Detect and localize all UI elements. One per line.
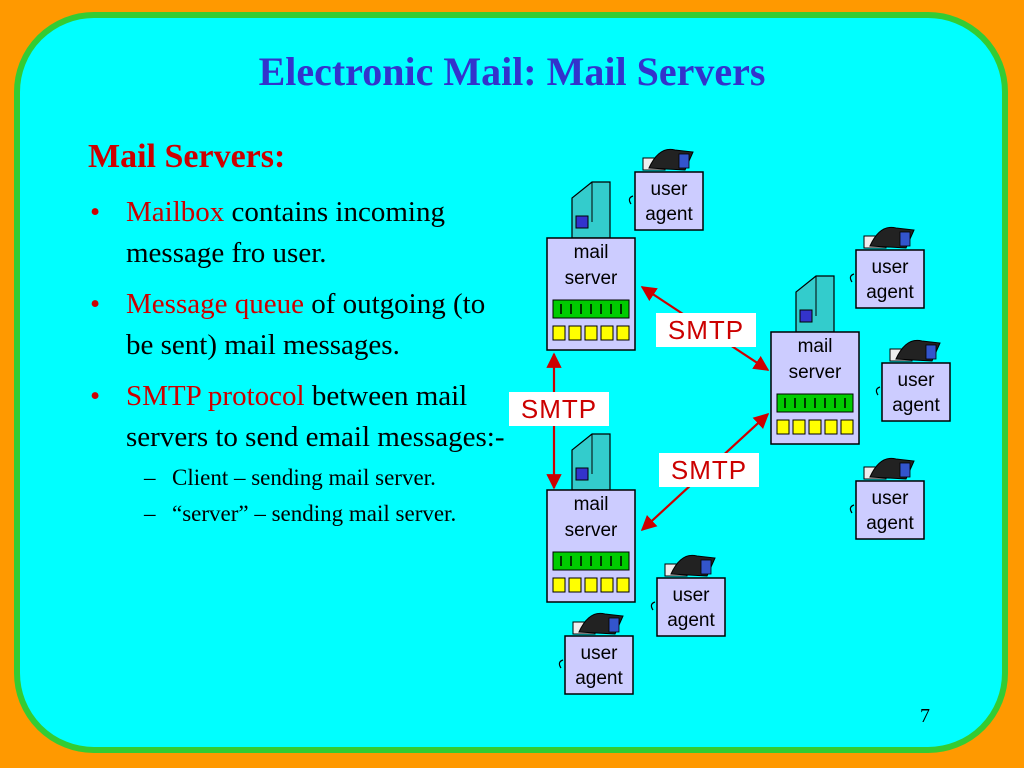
user-agents: useragentuseragentuseragentuseragentuser… xyxy=(558,148,951,695)
agent-label: agent xyxy=(866,513,914,534)
agent-box xyxy=(656,577,726,637)
server-label: mail xyxy=(574,242,609,263)
server-label: mail xyxy=(574,494,609,515)
computer-screen xyxy=(925,344,937,360)
keyboard-cable xyxy=(628,195,634,205)
agent-label: user xyxy=(673,585,711,606)
user-agent-5: user agent xyxy=(650,554,726,637)
keyboard-cable xyxy=(650,601,656,611)
bullet-list: Mailbox contains incoming message fro us… xyxy=(88,192,518,538)
keyboard-cable xyxy=(558,659,564,669)
smtp-label-bg xyxy=(656,313,756,347)
agent-box xyxy=(634,171,704,231)
smtp-label-bg xyxy=(659,453,759,487)
slide-title: Electronic Mail: Mail Servers xyxy=(258,49,766,94)
bullet-smtp-protocol: SMTP protocol between mail servers to se… xyxy=(88,376,518,528)
server-drive xyxy=(575,467,589,481)
user-agent-6: user agent xyxy=(558,612,634,695)
keyboard-cable xyxy=(849,504,855,514)
queue-slot xyxy=(824,419,838,435)
user-agent-2: user agent xyxy=(849,226,925,309)
queue-slot xyxy=(776,419,790,435)
computer-screen xyxy=(700,559,712,575)
sub-bullet-client: Client – sending mail server. xyxy=(126,464,518,492)
bullet-text: of outgoing (to be sent) mail messages. xyxy=(126,288,486,361)
sub-bullet-list: Client – sending mail server. “server” –… xyxy=(126,464,518,528)
bullet-message-queue: Message queue of outgoing (to be sent) m… xyxy=(88,284,518,366)
bullet-text: contains incoming message fro user. xyxy=(126,196,445,269)
smtp-label-text: SMTP xyxy=(521,394,597,424)
queue-slot xyxy=(792,419,806,435)
computer-screen xyxy=(608,617,620,633)
computer-screen xyxy=(899,462,911,478)
agent-box xyxy=(564,635,634,695)
mail-server-right: mail server xyxy=(770,275,860,445)
agent-label: agent xyxy=(575,668,623,689)
page-number: 7 xyxy=(920,705,930,727)
server-tower xyxy=(571,181,611,239)
sub-bullet-server: “server” – sending mail server. xyxy=(126,500,518,528)
server-tower xyxy=(571,433,611,491)
bullet-highlight: Mailbox xyxy=(126,196,225,228)
queue-slot xyxy=(616,577,630,593)
agent-label: user xyxy=(898,370,936,391)
agent-label: agent xyxy=(866,282,914,303)
server-drive xyxy=(799,309,813,323)
agent-box xyxy=(881,362,951,422)
server-tower xyxy=(795,275,835,333)
queue-slot xyxy=(552,577,566,593)
smtp-label-bg xyxy=(509,392,609,426)
server-label: server xyxy=(565,268,618,289)
agent-label: user xyxy=(872,488,910,509)
user-agent-1: user agent xyxy=(628,148,704,231)
agent-label: user xyxy=(581,643,619,664)
computer-screen xyxy=(678,153,690,169)
queue-slot xyxy=(568,325,582,341)
queue-slot xyxy=(584,577,598,593)
bullet-highlight: Message queue xyxy=(126,288,304,320)
queue-slot xyxy=(552,325,566,341)
mail-server-bottom: mail server xyxy=(546,433,636,603)
bullet-mailbox: Mailbox contains incoming message fro us… xyxy=(88,192,518,274)
server-label: server xyxy=(789,362,842,383)
agent-label: user xyxy=(651,179,689,200)
mail-server-top: mail server xyxy=(546,181,636,351)
mail-servers: mail server mail server mail server xyxy=(546,181,860,603)
agent-box xyxy=(855,249,925,309)
queue-slot xyxy=(840,419,854,435)
queue-slot xyxy=(616,325,630,341)
agent-label: agent xyxy=(645,204,693,225)
keyboard-cable xyxy=(849,273,855,283)
bullet-text: between mail servers to send email messa… xyxy=(126,380,505,453)
queue-slot xyxy=(584,325,598,341)
smtp-labels: SMTP SMTP SMTP xyxy=(509,313,759,487)
computer-screen xyxy=(899,231,911,247)
smtp-label-a-b: SMTP xyxy=(656,313,756,347)
queue-slot xyxy=(600,577,614,593)
smtp-label-text: SMTP xyxy=(671,455,747,485)
smtp-label-text: SMTP xyxy=(668,315,744,345)
agent-label: user xyxy=(872,257,910,278)
user-agent-4: user agent xyxy=(849,457,925,540)
queue-slot xyxy=(568,577,582,593)
bullet-highlight: SMTP protocol xyxy=(126,380,305,412)
server-drive xyxy=(575,215,589,229)
server-label: mail xyxy=(798,336,833,357)
smtp-label-a-c: SMTP xyxy=(509,392,609,426)
user-agent-3: user agent xyxy=(875,339,951,422)
server-label: server xyxy=(565,520,618,541)
queue-slot xyxy=(600,325,614,341)
keyboard-cable xyxy=(875,386,881,396)
smtp-label-c-b: SMTP xyxy=(659,453,759,487)
section-heading: Mail Servers: xyxy=(88,138,286,175)
queue-slot xyxy=(808,419,822,435)
agent-box xyxy=(855,480,925,540)
agent-label: agent xyxy=(667,610,715,631)
agent-label: agent xyxy=(892,395,940,416)
